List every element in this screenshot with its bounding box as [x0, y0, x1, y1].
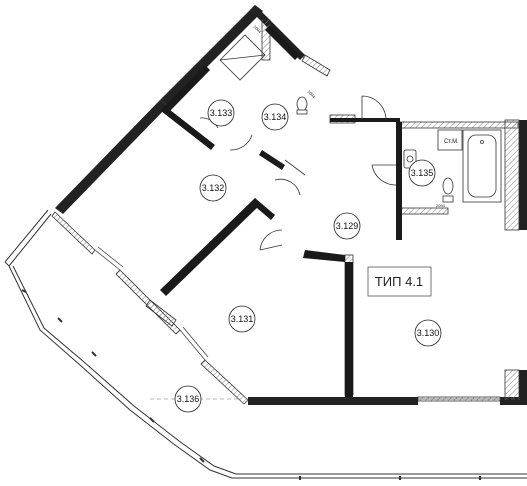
room-tag-3-133: 3.133	[207, 99, 235, 127]
room-tag-3-132: 3.132	[199, 174, 227, 202]
bathtub	[462, 129, 502, 203]
toilet-icon	[442, 177, 454, 203]
svg-text:3.129: 3.129	[336, 221, 359, 231]
room-tag-3-136: 3.136	[174, 385, 202, 413]
washer-label: Ст.М.	[444, 139, 459, 145]
duct-label-bath: 2094	[436, 203, 446, 208]
svg-text:3.131: 3.131	[231, 314, 254, 324]
windows	[94, 246, 500, 400]
room-tag-3-134: 3.134	[261, 103, 289, 131]
room-tag-3-135: 3.135	[408, 159, 436, 187]
room-tag-3-129: 3.129	[333, 212, 361, 240]
balcony-posts	[21, 289, 481, 480]
svg-text:3.133: 3.133	[210, 108, 233, 118]
svg-text:3.132: 3.132	[202, 183, 225, 193]
svg-text:3.136: 3.136	[177, 394, 200, 404]
room-tag-3-130: 3.130	[414, 319, 442, 347]
duct-label-tower: 2094	[306, 89, 316, 99]
doors	[199, 95, 397, 251]
room-tag-3-131: 3.131	[228, 305, 256, 333]
apartment-type-label: ТИП 4.1	[367, 266, 432, 297]
svg-text:3.130: 3.130	[417, 328, 440, 338]
balcony-outline	[4, 209, 527, 479]
svg-text:3.135: 3.135	[411, 168, 434, 178]
shower-icon	[219, 34, 266, 81]
svg-text:ТИП 4.1: ТИП 4.1	[375, 274, 423, 289]
hatched-walls	[51, 19, 520, 405]
toilet-tower-icon	[296, 96, 308, 115]
svg-text:3.134: 3.134	[264, 112, 287, 122]
duct-label-top: 2094	[252, 24, 262, 34]
exterior-walls	[55, 5, 527, 405]
washer-icon	[437, 129, 463, 151]
interior-walls	[160, 25, 402, 397]
room-tags: 3.133 3.134 3.132 3.135 3.129 3.131 3.13…	[174, 99, 442, 413]
